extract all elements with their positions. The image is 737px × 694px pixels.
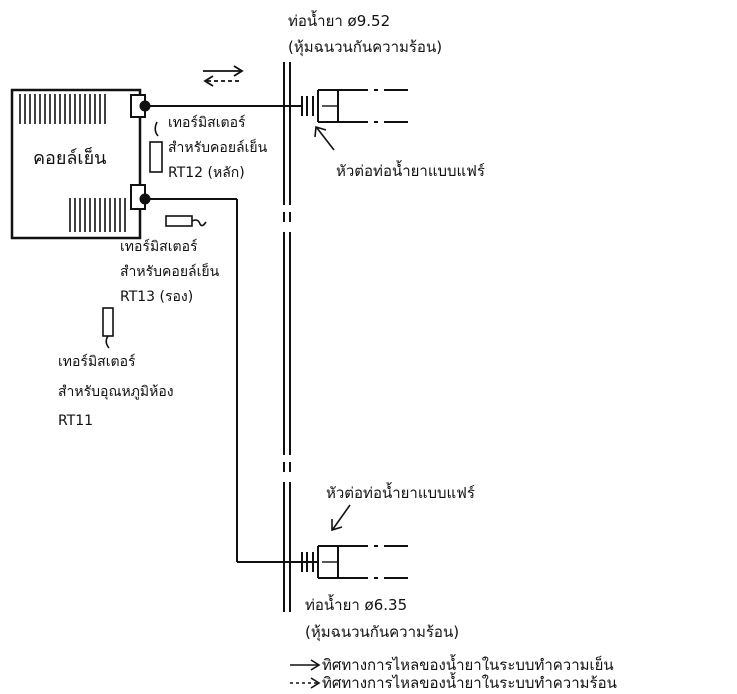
top-flare-label: หัวต่อท่อน้ำยาแบบแฟร์ — [336, 162, 485, 180]
rt13-line2: สำหรับคอยล์เย็น — [120, 264, 220, 280]
bottom-pipe-insulation: (หุ้มฉนวนกันความร้อน) — [305, 623, 460, 641]
rt12-line1: เทอร์มิสเตอร์ — [168, 115, 246, 131]
legend-arrows — [290, 659, 321, 689]
rt13-line3: RT13 (รอง) — [120, 289, 194, 305]
coil-label: คอยล์เย็น — [33, 148, 107, 169]
rt11-line3: RT11 — [58, 413, 94, 429]
coil-fins-bottom — [69, 198, 126, 232]
wall — [283, 62, 291, 612]
rt12-line2: สำหรับคอยล์เย็น — [168, 140, 268, 156]
flow-arrows-top — [203, 65, 244, 87]
top-pipe-insulation: (หุ้มฉนวนกันความร้อน) — [288, 38, 443, 56]
rt11-line1: เทอร์มิสเตอร์ — [58, 354, 136, 370]
top-pipe — [139, 89, 408, 123]
thermistor-rt12 — [149, 121, 163, 173]
legend-heating: ทิศทางการไหลของน้ำยาในระบบทำความร้อน — [322, 674, 617, 692]
bottom-flare-label: หัวต่อท่อน้ำยาแบบแฟร์ — [326, 484, 475, 502]
rt12-line3: RT12 (หลัก) — [168, 165, 245, 181]
rt11-line2: สำหรับอุณหภูมิห้อง — [58, 384, 174, 400]
coil-fins-top — [19, 94, 106, 124]
bottom-pipe — [139, 193, 408, 579]
thermistor-rt11 — [102, 307, 114, 349]
top-pipe-label: ท่อน้ำยา ø9.52 — [288, 12, 391, 30]
flare-pointer-top — [314, 125, 335, 151]
legend-cooling: ทิศทางการไหลของน้ำยาในระบบทำความเย็น — [322, 656, 614, 674]
thermistor-rt13 — [165, 215, 207, 227]
rt13-line1: เทอร์มิสเตอร์ — [120, 239, 198, 255]
bottom-pipe-label: ท่อน้ำยา ø6.35 — [305, 596, 408, 614]
flare-pointer-bottom — [331, 504, 351, 532]
indoor-coil — [10, 88, 146, 240]
